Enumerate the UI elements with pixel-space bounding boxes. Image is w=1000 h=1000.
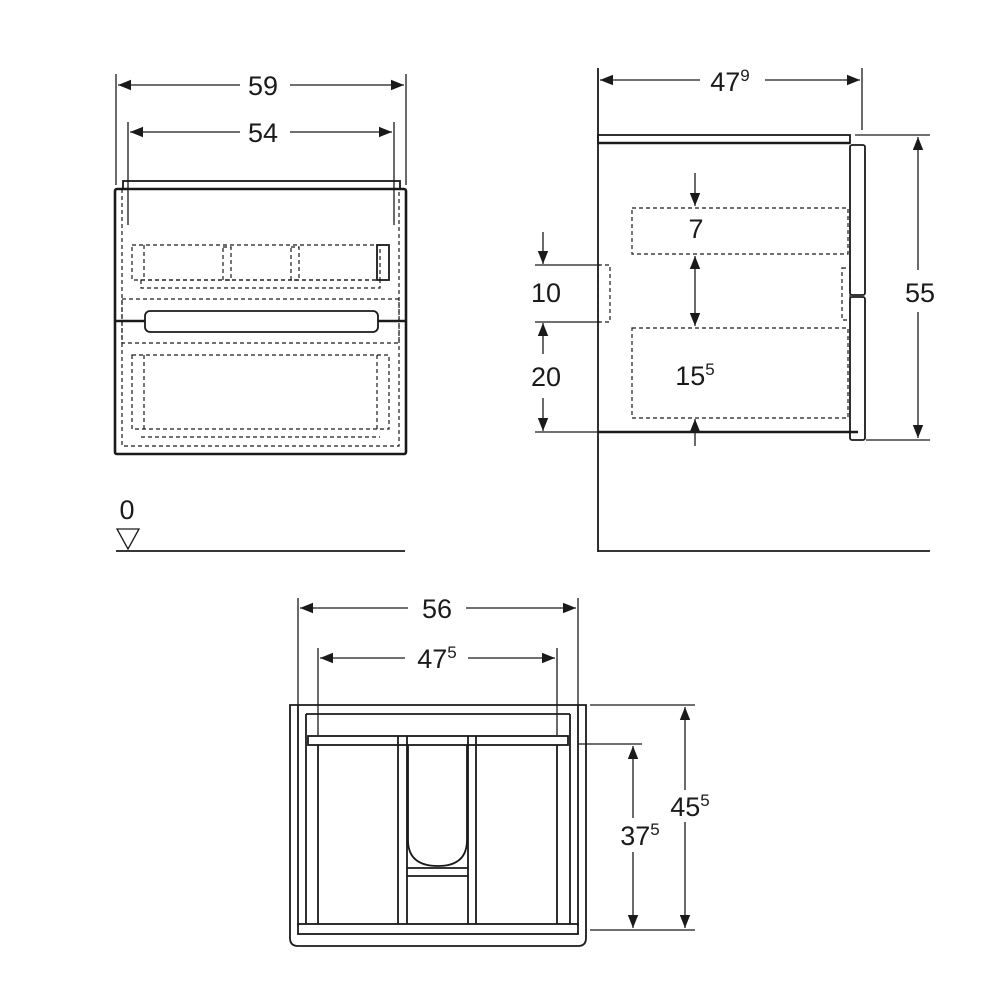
hidden-drawer (131, 244, 381, 281)
hidden-drawer (131, 354, 390, 430)
hidden-line (597, 264, 611, 323)
front-panel-top (849, 144, 866, 296)
dim-inner-width: 56 (422, 594, 452, 624)
dim-height: 55 (905, 278, 935, 308)
front-rail (297, 923, 579, 935)
dim-drawer-gap: 155 (675, 360, 715, 391)
dim-drawer-depth: 375 (620, 820, 660, 851)
hidden-outline (121, 188, 400, 447)
hidden-drawer (631, 327, 849, 419)
floor-level-icon (115, 528, 141, 551)
dim-top-drawer-offset: 7 (688, 214, 703, 244)
drawer-back (307, 735, 569, 746)
hidden-drawer (631, 207, 849, 255)
hidden-line (140, 279, 381, 289)
dim-drawer-width: 475 (417, 643, 457, 674)
top-view: 56 475 455 375 (289, 594, 710, 947)
cabinet-body (113, 187, 408, 456)
side-view: 479 55 7 155 10 20 (531, 66, 935, 552)
cabinet-outline (289, 704, 587, 947)
front-view: 59 54 0 (113, 71, 408, 552)
drawer-handle (144, 310, 379, 333)
dim-mount-width: 54 (248, 118, 278, 148)
dim-overall-depth: 455 (670, 791, 710, 822)
dim-mount-spacing: 10 (531, 278, 561, 308)
dim-depth: 479 (710, 66, 750, 97)
hidden-line (841, 267, 851, 321)
siphon-cutout (407, 745, 468, 867)
hidden-line (222, 246, 232, 281)
floor-level-label: 0 (119, 495, 134, 525)
siphon-cutout (376, 244, 390, 281)
dim-overall-width: 59 (248, 71, 278, 101)
hidden-line (121, 298, 400, 344)
dim-mount-bottom-offset: 20 (531, 362, 561, 392)
front-panel-bottom (849, 296, 866, 441)
hidden-line (290, 246, 300, 281)
